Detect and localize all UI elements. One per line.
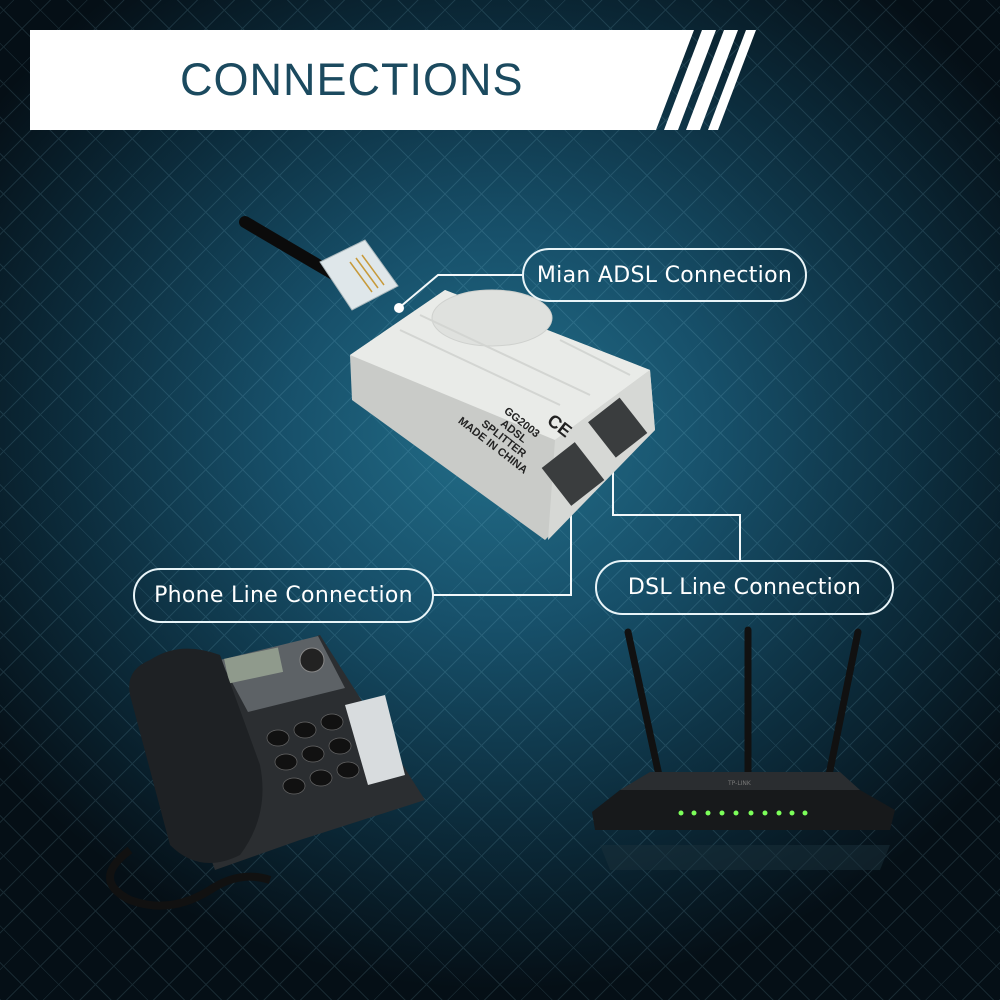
label-main-adsl-text: Mian ADSL Connection <box>536 262 793 288</box>
router-leds <box>678 810 808 816</box>
label-phone-line-connection: Phone Line Connection <box>133 568 434 623</box>
label-dsl-line-connection: DSL Line Connection <box>595 560 894 615</box>
router-brand: TP-LINK <box>727 780 752 787</box>
label-main-adsl-connection: Mian ADSL Connection <box>522 248 807 302</box>
label-phone-line-text: Phone Line Connection <box>154 583 413 608</box>
page-title: CONNECTIONS <box>180 54 524 105</box>
header-banner: CONNECTIONS <box>30 30 652 130</box>
label-dsl-line-text: DSL Line Connection <box>627 575 862 600</box>
